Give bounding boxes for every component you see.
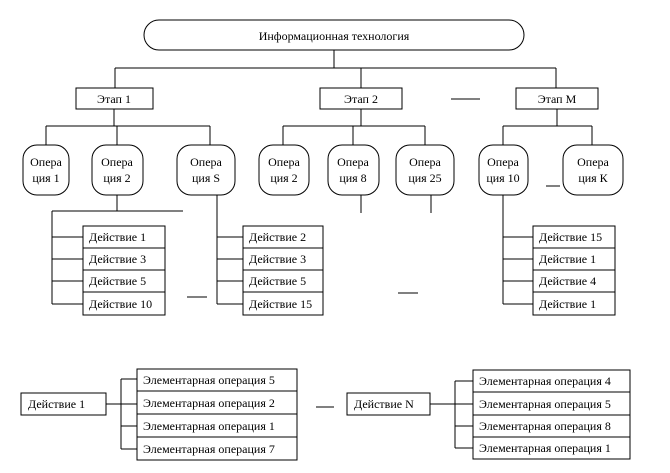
stage-label: Этап М <box>538 92 577 106</box>
action-item: Действие 5 <box>89 274 146 288</box>
operation-label-line2: ция 2 <box>270 171 297 185</box>
elementary-item: Элементарная операция 5 <box>479 397 611 411</box>
operation-node-6: Опера ция 25 <box>395 144 455 196</box>
operation-node-1: Опера ция 1 <box>22 144 70 196</box>
action-list-2: Действие 2 Действие 3 Действие 5 Действи… <box>242 225 324 316</box>
operation-node-3: Опера ция S <box>176 144 236 196</box>
action-item: Действие 1 <box>539 297 596 311</box>
elementary-item: Элементарная операция 8 <box>479 419 611 433</box>
elementary-item: Элементарная операция 5 <box>143 373 275 387</box>
elementary-group-2: Действие N Элементарная операция 4 Элеме… <box>346 369 631 460</box>
stage-label: Этап 1 <box>97 92 131 106</box>
stage-node-3: Этап М <box>515 87 599 110</box>
operation-label-line1: Опера <box>268 155 300 169</box>
operation-node-5: Опера ция 8 <box>327 144 380 196</box>
elementary-item: Элементарная операция 4 <box>479 374 611 388</box>
operation-node-8: Опера ция К <box>562 144 624 196</box>
action-list-3: Действие 15 Действие 1 Действие 4 Действ… <box>532 225 616 316</box>
stage-label: Этап 2 <box>344 92 378 106</box>
operation-label-line1: Опера <box>487 155 519 169</box>
stage-node-2: Этап 2 <box>319 87 403 110</box>
operation-label-line2: ция S <box>192 171 220 185</box>
stage-operation-connectors <box>45 109 593 145</box>
root-label: Информационная технология <box>259 29 410 43</box>
elementary-item: Элементарная операция 1 <box>479 441 611 455</box>
elementary-item: Элементарная операция 1 <box>143 419 275 433</box>
operation-label-line1: Опера <box>190 155 222 169</box>
action-item: Действие 2 <box>249 230 306 244</box>
action-item: Действие 15 <box>539 230 602 244</box>
operation-label-line1: Опера <box>577 155 609 169</box>
action-item: Действие 15 <box>249 297 312 311</box>
operation-label-line2: ция К <box>578 171 608 185</box>
operation-node-2: Опера ция 2 <box>91 144 144 196</box>
action-item: Действие 3 <box>89 252 146 266</box>
operation-label-line1: Опера <box>337 155 369 169</box>
operation-label-line2: ция 10 <box>486 171 519 185</box>
action-item: Действие 4 <box>539 274 596 288</box>
operation-node-7: Опера ция 10 <box>478 144 529 196</box>
action-item: Действие 3 <box>249 252 306 266</box>
root-node: Информационная технология <box>143 19 525 51</box>
operation-label-line1: Опера <box>30 155 62 169</box>
elementary-action-label: Действие 1 <box>28 397 85 411</box>
stage-node-1: Этап 1 <box>75 87 154 110</box>
operation-label-line1: Опера <box>409 155 441 169</box>
action-item: Действие 10 <box>89 297 152 311</box>
elementary-action-label: Действие N <box>354 397 414 411</box>
root-stage-connectors <box>114 50 557 88</box>
operation-node-4: Опера ция 2 <box>258 144 310 196</box>
operation-action-connectors <box>51 195 533 305</box>
operation-label-line1: Опера <box>101 155 133 169</box>
elementary-item: Элементарная операция 7 <box>143 442 275 456</box>
elementary-group-1: Действие 1 Элементарная операция 5 Элеме… <box>20 368 298 461</box>
action-item: Действие 5 <box>249 274 306 288</box>
elementary-item: Элементарная операция 2 <box>143 396 275 410</box>
action-item: Действие 1 <box>89 230 146 244</box>
operation-label-line2: ция 1 <box>32 171 59 185</box>
operation-label-line2: ция 8 <box>339 171 366 185</box>
action-list-1: Действие 1 Действие 3 Действие 5 Действи… <box>82 225 166 316</box>
operation-label-line2: ция 25 <box>408 171 441 185</box>
operation-label-line2: ция 2 <box>103 171 130 185</box>
action-item: Действие 1 <box>539 252 596 266</box>
